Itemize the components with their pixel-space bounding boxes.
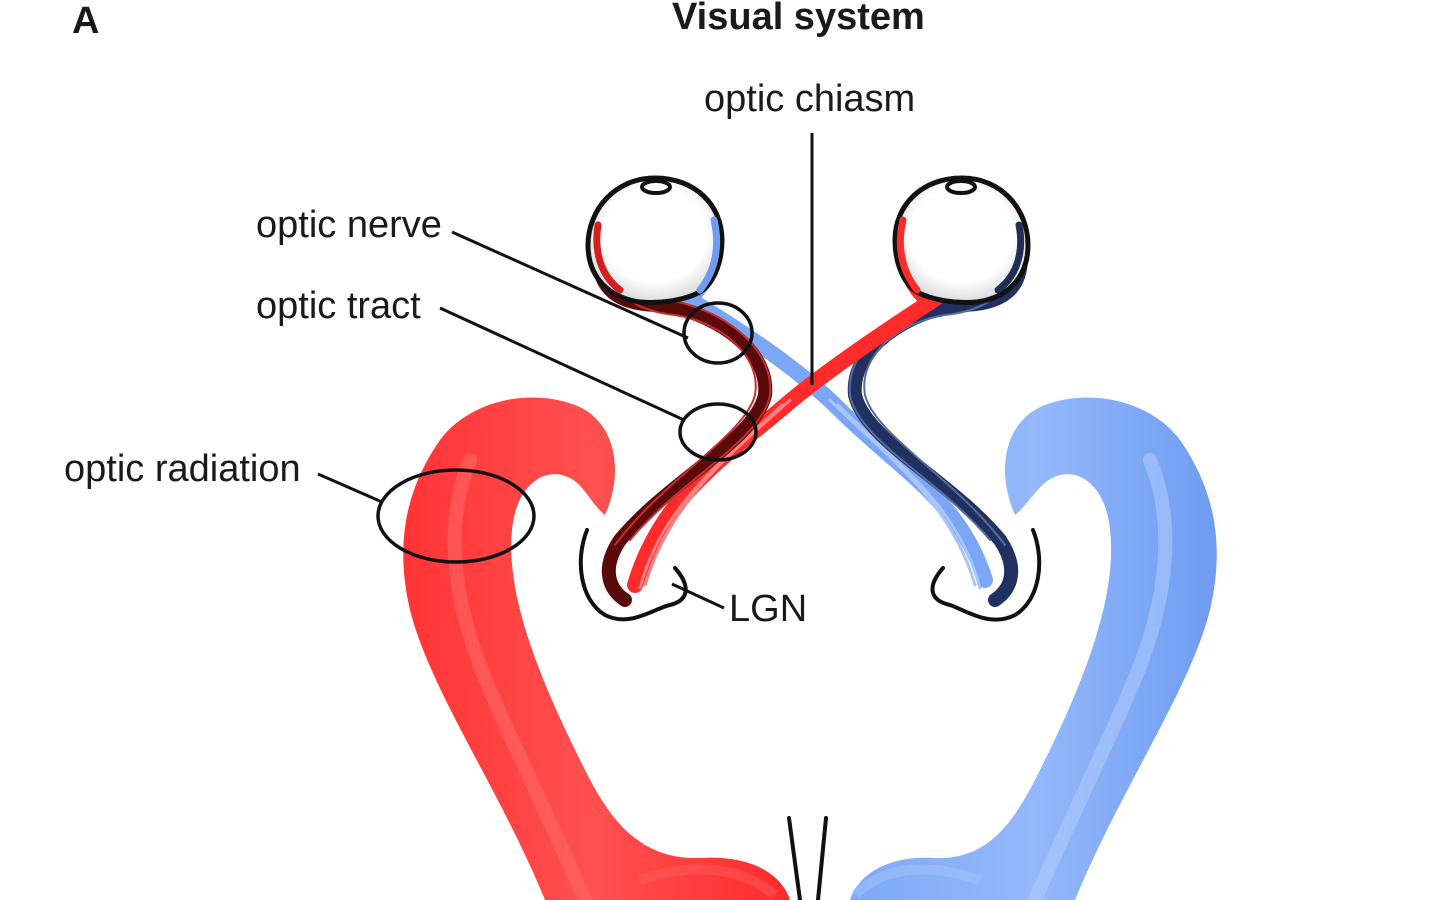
- optic-radiation-right: [850, 397, 1217, 900]
- optic-nerve-leader: [451, 230, 689, 340]
- midline-marker: [787, 816, 828, 900]
- panel-letter: A: [72, 0, 100, 42]
- optic-radiation-circle: [376, 468, 536, 564]
- label-optic-nerve: optic nerve: [256, 204, 442, 246]
- eye-left: [585, 175, 725, 305]
- optic-nerve-circle: [682, 301, 754, 365]
- label-lgn: LGN: [729, 588, 808, 630]
- optic-radiation-leader: [317, 472, 383, 504]
- optic-tract-circle: [678, 402, 758, 462]
- lgn-leader: [671, 582, 725, 610]
- lens-left: [640, 179, 672, 195]
- optic-radiation-left: [403, 397, 790, 900]
- lgn-right: [930, 528, 1042, 622]
- label-optic-chiasm: optic chiasm: [704, 78, 916, 120]
- lgn-left: [578, 528, 688, 622]
- label-optic-radiation: optic radiation: [64, 448, 301, 490]
- optic-tract-leader: [439, 306, 685, 422]
- lens-right: [945, 179, 977, 195]
- eye-right: [892, 175, 1031, 305]
- label-optic-tract: optic tract: [256, 285, 421, 327]
- diagram-title: Visual system: [672, 0, 925, 38]
